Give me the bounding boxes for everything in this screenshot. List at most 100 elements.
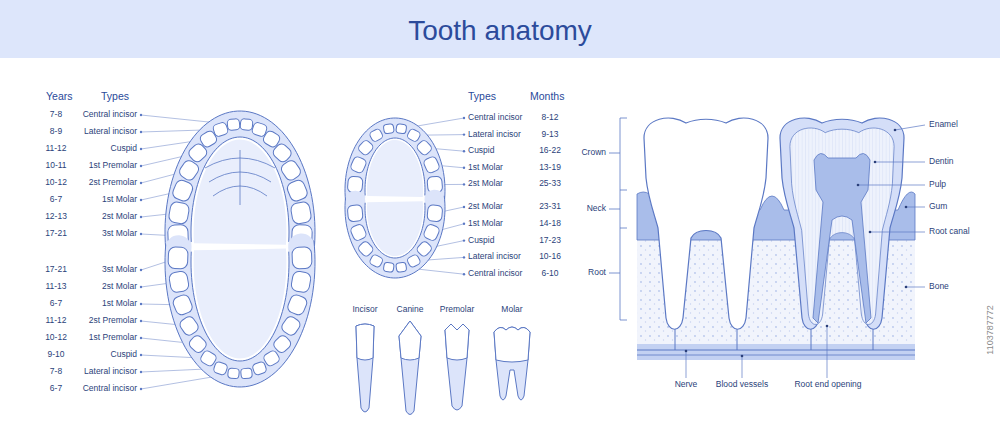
age-months: 16-22: [539, 147, 561, 156]
watermark: 1103787772: [986, 305, 996, 354]
tooth: [171, 293, 194, 316]
tooth-name: Central incisor: [83, 384, 137, 393]
tooth-name: 1st Molar: [468, 163, 503, 172]
tooth: [347, 205, 363, 222]
age-years: 7-8: [50, 367, 62, 376]
tooth-name: Cuspid: [468, 147, 494, 156]
gum-outline: [345, 118, 445, 202]
tooth: [406, 128, 421, 143]
tooth: [178, 315, 200, 338]
part-label: Root canal: [929, 227, 970, 236]
leader-line: [875, 162, 925, 163]
tooth: [396, 124, 407, 134]
age-years: 12-13: [45, 212, 67, 221]
pulp: [813, 153, 871, 323]
tooth-name: 2st Premolar: [89, 178, 137, 187]
leader-dot: [463, 273, 465, 275]
jaws: [165, 111, 445, 387]
age-months: 14-18: [539, 219, 561, 228]
tooth-type-figure: [356, 324, 374, 412]
cross-section: [637, 118, 915, 360]
leader-dot: [905, 206, 908, 209]
tooth: [262, 349, 280, 367]
leader-line: [827, 326, 828, 378]
leader-dot: [140, 337, 142, 339]
tooth: [290, 201, 312, 225]
tooth: [416, 139, 433, 157]
tooth: [252, 361, 267, 376]
part-label: Gum: [929, 202, 947, 211]
gum-outline: [365, 138, 425, 195]
tooth-name: 2st Premolar: [89, 316, 137, 325]
leader-dot: [140, 371, 142, 373]
gum-band: [178, 124, 302, 247]
tooth: [240, 368, 252, 379]
leader-dot: [857, 184, 860, 187]
leader-dot: [140, 199, 142, 201]
bracket-tick: [620, 118, 627, 119]
leader-dot: [140, 114, 142, 116]
leader-dot: [463, 239, 465, 241]
age-years: 8-9: [50, 127, 62, 136]
leader-dot: [463, 223, 465, 225]
tooth-name: 2st Molar: [102, 282, 137, 291]
tooth: [396, 262, 407, 272]
bracket-leader: [609, 209, 620, 210]
age-years: 6-7: [50, 384, 62, 393]
part-label: Dentin: [929, 157, 954, 166]
leader-dot: [869, 231, 872, 234]
tooth-name: Lateral incisor: [468, 253, 521, 262]
tooth: [213, 361, 228, 376]
tooth: [406, 254, 421, 269]
gum-band: [355, 128, 435, 199]
age-years: 9-10: [47, 350, 64, 359]
tooth-root: [445, 324, 469, 410]
leader-dot: [463, 206, 465, 208]
leader-dot: [140, 233, 142, 235]
tooth-name: 1st Molar: [102, 195, 137, 204]
tooth-name: Lateral incisor: [84, 127, 137, 136]
tooth: [357, 139, 374, 157]
leader-dot: [905, 286, 908, 289]
tooth-root: [399, 321, 421, 415]
tooth: [292, 247, 312, 269]
tooth-crown: [399, 321, 421, 360]
leader-dot: [685, 350, 688, 353]
age-months: 13-19: [539, 163, 561, 172]
column-header: Types: [468, 91, 496, 103]
leader-dot: [463, 183, 465, 185]
tooth: [240, 118, 253, 130]
tooth-name: Central incisor: [83, 110, 137, 119]
column-header: Years: [46, 91, 72, 103]
tooth: [369, 254, 384, 269]
tooth: [227, 118, 240, 130]
tooth-crown: [356, 324, 374, 360]
tooth: [228, 368, 240, 379]
tooth-name: 2st Molar: [102, 212, 137, 221]
leaders: [140, 114, 465, 390]
bracket-tick: [620, 228, 627, 229]
tooth-name: Lateral incisor: [84, 367, 137, 376]
title-banner: [0, 0, 1000, 58]
age-years: 11-13: [45, 282, 66, 291]
gum-outline: [345, 196, 445, 278]
tooth: [349, 155, 367, 174]
leader-dot: [140, 286, 142, 288]
tooth: [644, 118, 768, 329]
leader-line: [870, 232, 925, 233]
age-years: 10-12: [45, 333, 67, 342]
tooth-root: [356, 324, 374, 412]
part-label: Bone: [929, 282, 949, 291]
tooth-name: 1st Premolar: [89, 161, 137, 170]
leader-dot: [140, 148, 142, 150]
bracket-leader: [609, 153, 620, 154]
leader-dot: [140, 388, 142, 390]
tooth-name: Cuspid: [111, 144, 137, 153]
leader-dot: [463, 256, 465, 258]
tooth-name: 2st Molar: [468, 180, 503, 189]
tooth-type-figure: [445, 324, 469, 410]
tooth-crown: [445, 324, 469, 360]
part-label: Pulp: [929, 180, 946, 189]
age-years: 10-11: [45, 161, 66, 170]
tooth: [290, 270, 311, 293]
